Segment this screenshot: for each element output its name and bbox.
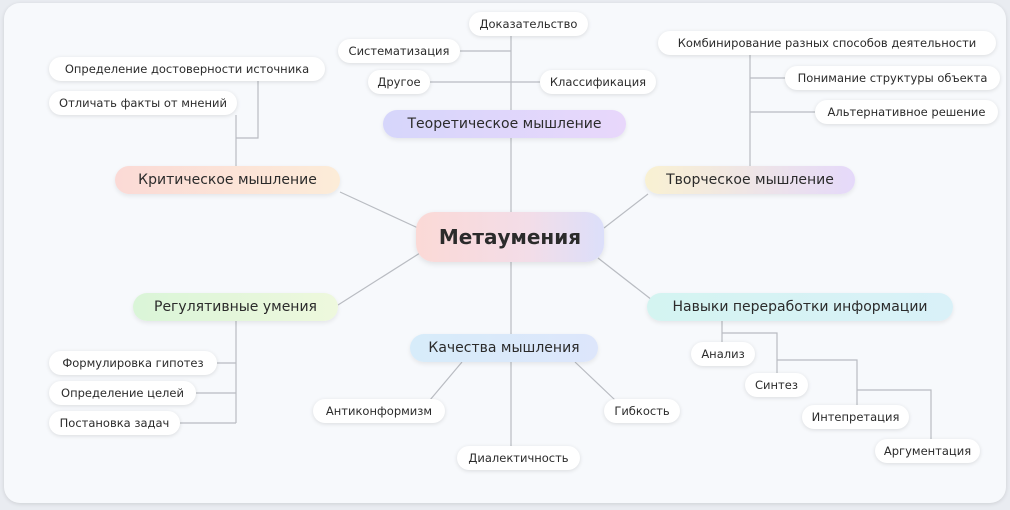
leaf-node[interactable]: Гибкость: [604, 399, 680, 423]
leaf-node[interactable]: Систематизация: [338, 39, 460, 63]
leaf-node[interactable]: Определение целей: [49, 381, 196, 405]
leaf-node[interactable]: Понимание структуры объекта: [785, 66, 1000, 90]
leaf-node[interactable]: Диалектичность: [457, 446, 580, 470]
branch-information[interactable]: Навыки переработки информации: [647, 293, 953, 321]
branch-regulatory[interactable]: Регулятивные умения: [133, 293, 338, 321]
branch-creative[interactable]: Творческое мышление: [645, 166, 855, 194]
leaf-node[interactable]: Отличать факты от мнений: [49, 91, 237, 115]
leaf-node[interactable]: Доказательство: [469, 12, 588, 36]
leaf-node[interactable]: Определение достоверности источника: [49, 57, 325, 81]
leaf-node[interactable]: Комбинирование разных способов деятельно…: [658, 31, 996, 55]
leaf-node[interactable]: Другое: [368, 70, 430, 94]
leaf-node[interactable]: Классификация: [540, 70, 656, 94]
leaf-node[interactable]: Постановка задач: [49, 411, 180, 435]
leaf-node[interactable]: Анализ: [691, 342, 755, 366]
branch-theoretical[interactable]: Теоретическое мышление: [383, 110, 626, 138]
leaf-node[interactable]: Аргументация: [875, 439, 980, 463]
branch-qualities[interactable]: Качества мышления: [410, 334, 598, 362]
root-node[interactable]: Метаумения: [416, 212, 604, 262]
branch-critical[interactable]: Критическое мышление: [115, 166, 340, 194]
leaf-node[interactable]: Формулировка гипотез: [49, 351, 217, 375]
leaf-node[interactable]: Антиконформизм: [313, 399, 445, 423]
leaf-node[interactable]: Альтернативное решение: [815, 100, 998, 124]
leaf-node[interactable]: Синтез: [745, 373, 808, 397]
leaf-node[interactable]: Интепретация: [802, 405, 909, 429]
